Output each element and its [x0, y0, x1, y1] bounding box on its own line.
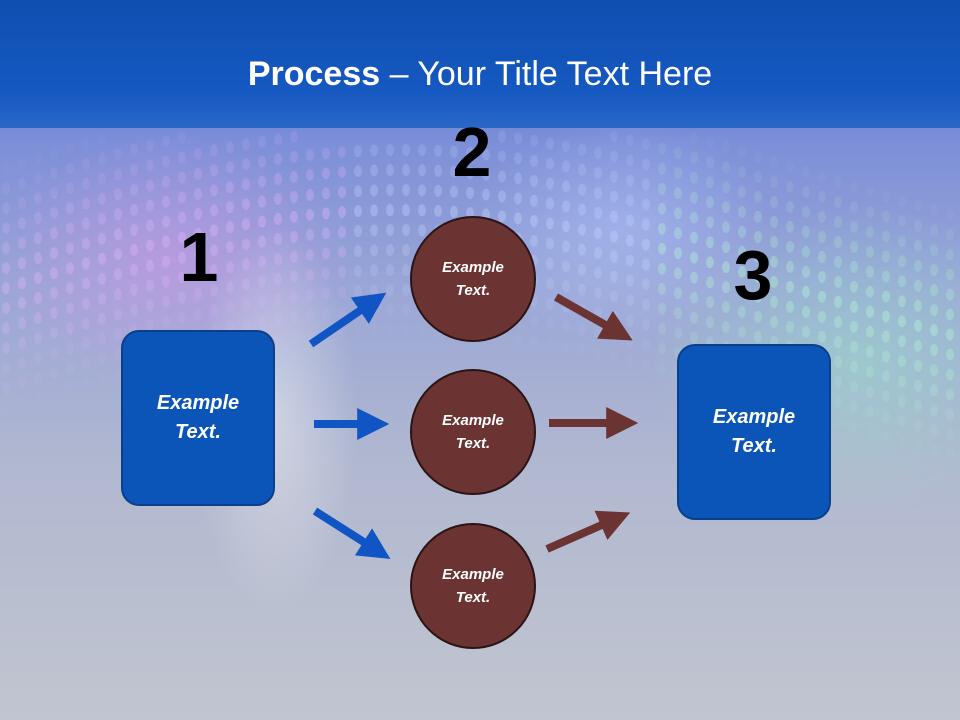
circle-bottom-text: Example Text.	[442, 566, 504, 606]
left-box-text: Example Text.	[156, 392, 240, 443]
arrow-left-to-bottom	[312, 507, 391, 560]
title-bold-part: Process	[247, 55, 381, 93]
arrow-left-to-top	[308, 292, 387, 348]
circle-bottom: Example Text.	[410, 523, 536, 649]
title-bar: Process – Your Title Text Here	[0, 0, 960, 128]
step-number-1: 1	[179, 218, 219, 296]
circle-middle-text: Example Text.	[442, 412, 504, 452]
circle-top: Example Text.	[410, 216, 536, 342]
arrow-bottom-to-right	[545, 510, 631, 553]
left-box: Example Text.	[121, 330, 275, 506]
right-box: Example Text.	[677, 344, 831, 520]
arrow-top-to-right	[554, 293, 633, 341]
slide-title: Process – Your Title Text Here	[0, 52, 960, 96]
step-number-3: 3	[733, 236, 773, 314]
circle-top-text: Example Text.	[442, 259, 504, 299]
title-rest-part: – Your Title Text Here	[380, 55, 713, 93]
circle-middle: Example Text.	[410, 369, 536, 495]
step-number-2: 2	[452, 113, 492, 191]
right-box-text: Example Text.	[712, 406, 796, 457]
